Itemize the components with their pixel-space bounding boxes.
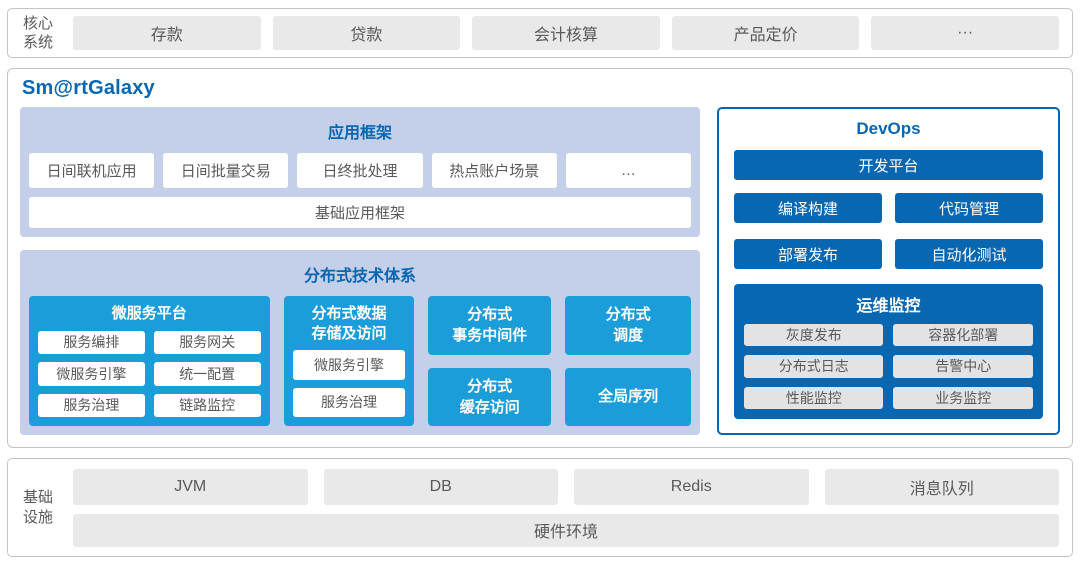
distributed-tech-title: 分布式技术体系 <box>303 268 416 285</box>
core-item-loan: 贷款 <box>272 16 461 50</box>
ops-item-container-deploy: 容器化部署 <box>893 324 1033 347</box>
app-item-hot-account: 热点账户场景 <box>431 153 557 188</box>
smartgalaxy-container: Sm@rtGalaxy 应用框架 日间联机应用 日间批量交易 日终批处理 热点账… <box>7 68 1073 448</box>
smartgalaxy-content: 应用框架 日间联机应用 日间批量交易 日终批处理 热点账户场景 … 基础应用框架… <box>20 107 1060 435</box>
core-item-deposit: 存款 <box>73 16 261 50</box>
ops-item-perf-monitor: 性能监控 <box>743 386 884 409</box>
infra-item-redis: Redis <box>574 468 809 505</box>
devops-tools-grid: 编译构建 代码管理 部署发布 自动化测试 <box>733 193 1043 269</box>
ms-item-governance: 服务治理 <box>38 393 145 417</box>
ms-item-engine: 微服务引擎 <box>38 362 145 386</box>
distributed-tech-panel: 分布式技术体系 微服务平台 服务编排 服务网关 微服务引擎 统一配置 服务治理 … <box>20 250 700 435</box>
tool-auto-test: 自动化测试 <box>894 239 1043 269</box>
distributed-tech-grid: 微服务平台 服务编排 服务网关 微服务引擎 统一配置 服务治理 链路监控 分布式 <box>29 296 691 426</box>
core-item-accounting: 会计核算 <box>472 16 660 50</box>
ms-item-config: 统一配置 <box>153 362 261 386</box>
ms-item-tracing: 链路监控 <box>153 393 261 417</box>
microservice-platform-title: 微服务平台 <box>111 305 187 322</box>
scheduler-block: 分布式 调度 <box>565 296 691 355</box>
right-column: DevOps 开发平台 编译构建 代码管理 部署发布 自动化测试 运维监控 灰度… <box>716 107 1060 435</box>
left-column: 应用框架 日间联机应用 日间批量交易 日终批处理 热点账户场景 … 基础应用框架… <box>20 107 700 435</box>
hardware-env-box: 硬件环境 <box>73 513 1059 547</box>
tool-deploy: 部署发布 <box>733 239 882 269</box>
global-sequence-block: 全局序列 <box>565 367 691 426</box>
base-app-framework: 基础应用框架 <box>29 197 691 228</box>
microservice-platform-block: 微服务平台 服务编排 服务网关 微服务引擎 统一配置 服务治理 链路监控 <box>29 296 270 426</box>
core-system-band: 核心 系统 存款 贷款 会计核算 产品定价 ··· <box>7 8 1073 58</box>
microservice-items: 服务编排 服务网关 微服务引擎 统一配置 服务治理 链路监控 <box>38 330 261 417</box>
app-framework-items: 日间联机应用 日间批量交易 日终批处理 热点账户场景 … <box>29 153 692 188</box>
cache-access-block: 分布式 缓存访问 <box>428 367 552 426</box>
ops-item-gray-release: 灰度发布 <box>743 324 884 347</box>
infra-item-db: DB <box>323 468 558 505</box>
data-storage-access-block: 分布式数据 存储及访问 微服务引擎 服务治理 <box>283 296 415 426</box>
app-item-eod-batch: 日终批处理 <box>297 153 423 188</box>
app-item-daytime-batch: 日间批量交易 <box>163 153 289 188</box>
smartgalaxy-title: Sm@rtGalaxy <box>22 77 155 99</box>
ops-monitor-block: 运维监控 灰度发布 容器化部署 分布式日志 告警中心 性能监控 业务监控 <box>733 284 1043 419</box>
ms-item-orchestration: 服务编排 <box>38 330 145 354</box>
dev-platform-box: 开发平台 <box>733 150 1043 180</box>
ops-monitor-items: 灰度发布 容器化部署 分布式日志 告警中心 性能监控 业务监控 <box>743 324 1033 409</box>
core-item-more: ··· <box>871 16 1059 50</box>
distributed-col-4: 分布式 调度 全局序列 <box>565 296 691 426</box>
app-framework-title: 应用框架 <box>327 125 392 142</box>
tool-code-mgmt: 代码管理 <box>894 193 1043 223</box>
app-item-daytime-online: 日间联机应用 <box>29 153 155 188</box>
infrastructure-band: 基础 设施 JVM DB Redis 消息队列 硬件环境 <box>7 458 1073 557</box>
devops-title: DevOps <box>856 119 921 138</box>
infrastructure-items: JVM DB Redis 消息队列 <box>73 468 1059 505</box>
transaction-middleware-block: 分布式 事务中间件 <box>428 296 552 355</box>
app-item-more: … <box>565 153 692 188</box>
tool-build: 编译构建 <box>733 193 882 223</box>
ops-item-distributed-log: 分布式日志 <box>743 355 884 378</box>
infrastructure-label: 基础 设施 <box>22 489 53 526</box>
ops-item-biz-monitor: 业务监控 <box>893 386 1033 409</box>
infra-item-jvm: JVM <box>73 468 308 505</box>
data-access-items: 微服务引擎 服务治理 <box>292 350 406 417</box>
app-framework-panel: 应用框架 日间联机应用 日间批量交易 日终批处理 热点账户场景 … 基础应用框架 <box>20 107 700 237</box>
da-item-governance: 服务治理 <box>292 387 406 417</box>
core-system-items: 存款 贷款 会计核算 产品定价 ··· <box>73 16 1059 50</box>
infrastructure-content: JVM DB Redis 消息队列 硬件环境 <box>73 468 1059 547</box>
data-storage-access-title: 分布式数据 存储及访问 <box>311 305 387 342</box>
core-item-pricing: 产品定价 <box>671 16 860 50</box>
devops-panel: DevOps 开发平台 编译构建 代码管理 部署发布 自动化测试 运维监控 灰度… <box>716 107 1060 435</box>
ops-item-alert-center: 告警中心 <box>893 355 1033 378</box>
da-item-engine: 微服务引擎 <box>292 350 406 380</box>
distributed-col-3: 分布式 事务中间件 分布式 缓存访问 <box>428 296 552 426</box>
infra-item-mq: 消息队列 <box>824 468 1059 505</box>
core-system-label: 核心 系统 <box>22 14 53 52</box>
ops-monitor-title: 运维监控 <box>856 298 921 315</box>
ms-item-gateway: 服务网关 <box>153 330 261 354</box>
